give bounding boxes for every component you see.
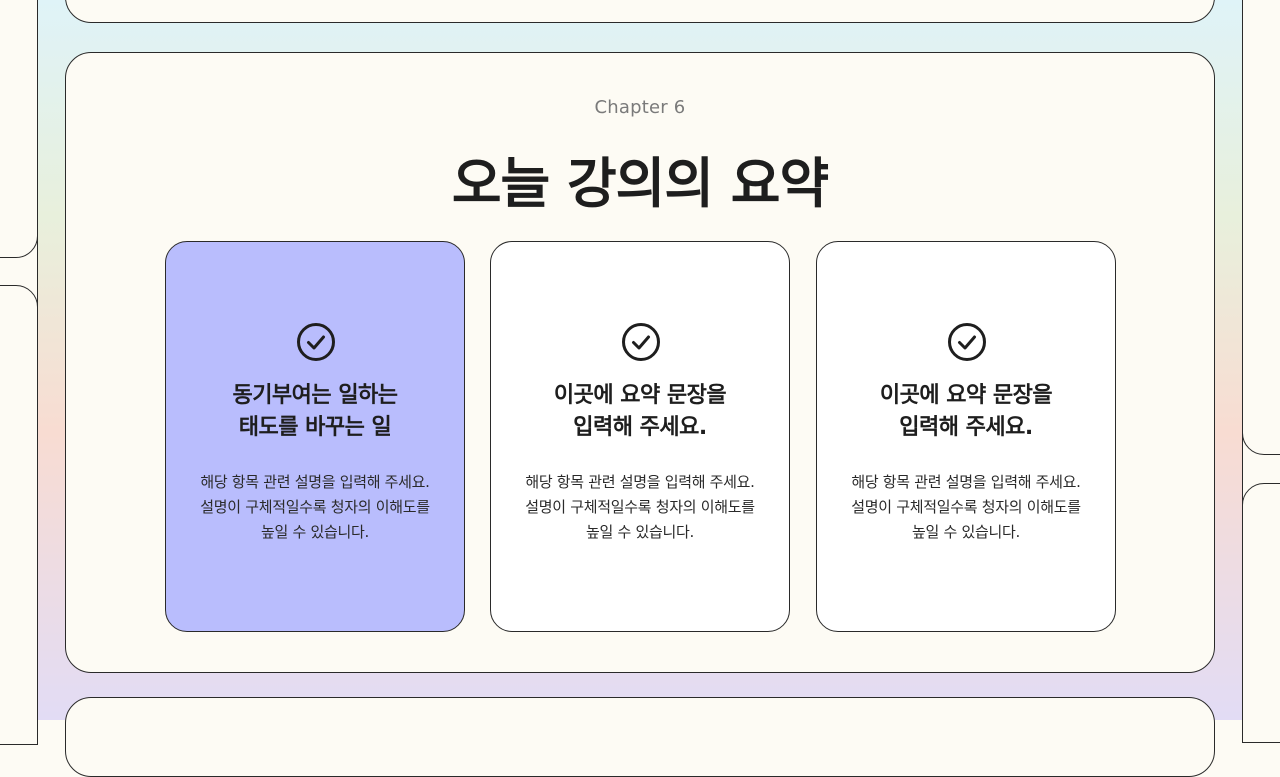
slide-panel: Chapter 6 오늘 강의의 요약 동기부여는 일하는 태도를 바꾸는 일 …	[65, 52, 1215, 673]
check-circle-icon	[297, 323, 335, 361]
card-description: 해당 항목 관련 설명을 입력해 주세요. 설명이 구체적일수록 청자의 이해도…	[200, 473, 430, 541]
left-side-tab-bottom	[0, 285, 38, 745]
summary-card-2: 이곳에 요약 문장을 입력해 주세요. 해당 항목 관련 설명을 입력해 주세요…	[490, 241, 790, 632]
next-slide-panel	[65, 697, 1215, 777]
card-description: 해당 항목 관련 설명을 입력해 주세요. 설명이 구체적일수록 청자의 이해도…	[851, 473, 1081, 541]
card-title: 이곳에 요약 문장을 입력해 주세요.	[879, 383, 1053, 440]
slide-title: 오늘 강의의 요약	[451, 152, 829, 215]
right-side-tab-bottom	[1242, 483, 1280, 743]
previous-slide-panel	[65, 0, 1215, 23]
left-side-tab-top	[0, 0, 38, 258]
right-side-tab-top	[1242, 0, 1280, 455]
card-description: 해당 항목 관련 설명을 입력해 주세요. 설명이 구체적일수록 청자의 이해도…	[525, 473, 755, 541]
card-title: 이곳에 요약 문장을 입력해 주세요.	[553, 383, 727, 440]
summary-card-1: 동기부여는 일하는 태도를 바꾸는 일 해당 항목 관련 설명을 입력해 주세요…	[165, 241, 465, 632]
check-circle-icon	[948, 323, 986, 361]
check-circle-icon	[622, 323, 660, 361]
summary-card-3: 이곳에 요약 문장을 입력해 주세요. 해당 항목 관련 설명을 입력해 주세요…	[816, 241, 1116, 632]
card-title: 동기부여는 일하는 태도를 바꾸는 일	[232, 383, 398, 440]
chapter-label: Chapter 6	[594, 97, 686, 118]
